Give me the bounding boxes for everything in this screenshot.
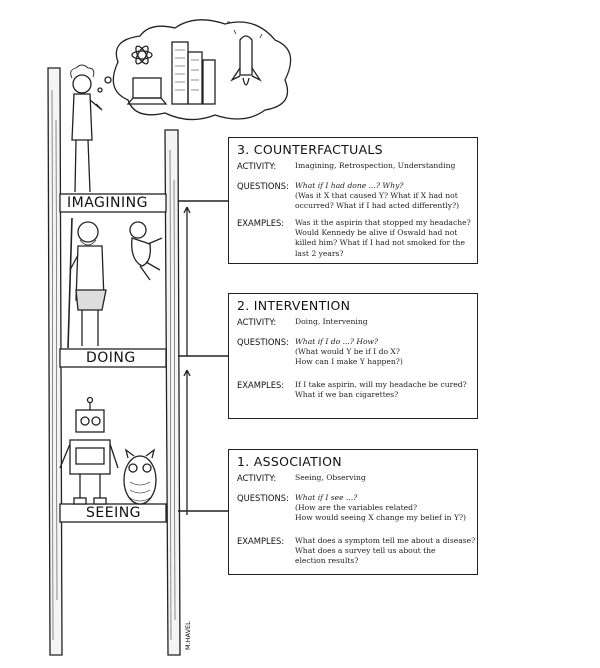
activity-label: ACTIVITY: [237, 473, 276, 484]
rung-label-doing: DOING [86, 350, 136, 366]
questions-label: QUESTIONS: [237, 181, 289, 192]
box-title: 1. ASSOCIATION [237, 454, 342, 469]
activity-label: ACTIVITY: [237, 317, 276, 328]
questions-line: (How are the variables related? [295, 503, 480, 513]
examples-line: What does a survey tell us about the [295, 546, 480, 556]
questions-line: occurred? What if I had acted differentl… [295, 201, 480, 211]
examples-line: election results? [295, 556, 480, 566]
activity-label: ACTIVITY: [237, 161, 276, 172]
examples-line: Would Kennedy be alive if Oswald had not [295, 228, 480, 238]
questions-label: QUESTIONS: [237, 493, 289, 504]
questions-italic: What if I see ...? [295, 493, 480, 503]
examples-line: last 2 years? [295, 249, 480, 259]
examples-label: EXAMPLES: [237, 536, 284, 547]
examples-label: EXAMPLES: [237, 218, 284, 229]
activity-value: Doing, Intervening [295, 317, 480, 327]
examples-line: Was it the aspirin that stopped my heada… [295, 218, 480, 228]
questions-line: How would seeing X change my belief in Y… [295, 513, 480, 523]
questions-label: QUESTIONS: [237, 337, 289, 348]
examples-line: killed him? What if I had not smoked for… [295, 238, 480, 248]
rung-label-seeing: SEEING [86, 505, 141, 521]
box-counterfactuals: 3. COUNTERFACTUALS ACTIVITY: Imagining, … [228, 137, 478, 264]
examples-line: If I take aspirin, will my headache be c… [295, 380, 480, 390]
questions-line: (What would Y be if I do X? [295, 347, 480, 357]
examples-label: EXAMPLES: [237, 380, 284, 391]
activity-value: Imagining, Retrospection, Understanding [295, 161, 480, 171]
questions-line: How can I make Y happen?) [295, 357, 480, 367]
examples-line: What does a symptom tell me about a dise… [295, 536, 480, 546]
questions-line: (Was it X that caused Y? What if X had n… [295, 191, 480, 201]
rung-label-imagining: IMAGINING [67, 195, 148, 211]
artist-signature: M.HAVEL [184, 621, 192, 650]
ladder-right-rail [165, 130, 180, 655]
examples-line: What if we ban cigarettes? [295, 390, 480, 400]
activity-value: Seeing, Observing [295, 473, 480, 483]
box-association: 1. ASSOCIATION ACTIVITY: Seeing, Observi… [228, 449, 478, 575]
box-title: 3. COUNTERFACTUALS [237, 142, 383, 157]
questions-italic: What if I do ...? How? [295, 337, 480, 347]
box-intervention: 2. INTERVENTION ACTIVITY: Doing, Interve… [228, 293, 478, 419]
questions-italic: What if I had done ...? Why? [295, 181, 480, 191]
box-title: 2. INTERVENTION [237, 298, 350, 313]
